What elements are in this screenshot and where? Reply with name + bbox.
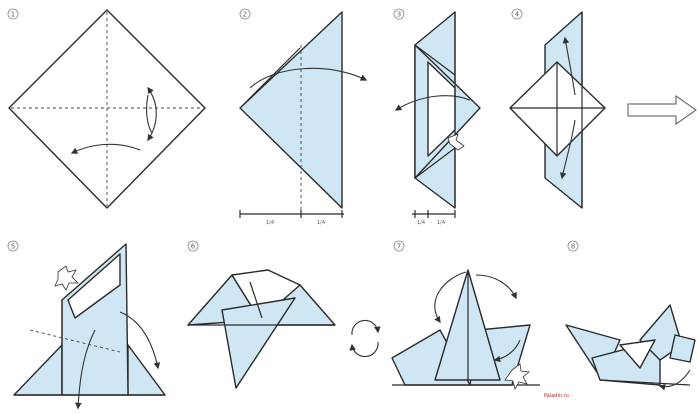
step-3: 3 1/4 1/4 — [394, 9, 480, 226]
half-triangle — [240, 12, 342, 208]
next-arrow-icon — [628, 96, 696, 124]
step-2-number: 2 — [243, 11, 247, 19]
right-wing — [128, 345, 165, 395]
step-8-number: 8 — [571, 243, 575, 251]
step-3-number: 3 — [397, 11, 401, 19]
step-2: 2 1/4 1/4 — [240, 9, 366, 226]
step-4: 4 — [510, 9, 696, 208]
measure-label: 1/4 — [266, 220, 274, 226]
step-8: 8 — [566, 241, 695, 387]
watermark: Paladin.ru — [544, 393, 569, 399]
measure-label: 1/4 — [437, 220, 445, 226]
step-7: 7 Paladin.ru — [392, 241, 569, 399]
fold-arrow-icon — [476, 275, 516, 298]
step-6-number: 6 — [191, 243, 196, 251]
left-wing — [14, 345, 62, 395]
step-5-number: 5 — [11, 243, 15, 251]
step-4-number: 4 — [515, 11, 520, 19]
step-1-number: 1 — [11, 11, 15, 19]
step-5: 5 — [8, 241, 165, 408]
press-icon — [55, 266, 78, 290]
wing — [222, 298, 295, 388]
step-1: 1 — [8, 9, 205, 208]
step-6: 6 — [188, 241, 335, 388]
head — [670, 335, 695, 362]
measure-label: 1/4 — [417, 220, 425, 226]
step-7-number: 7 — [397, 243, 401, 251]
flip-over-icon — [352, 320, 378, 356]
measure-label: 1/4 — [317, 220, 325, 226]
